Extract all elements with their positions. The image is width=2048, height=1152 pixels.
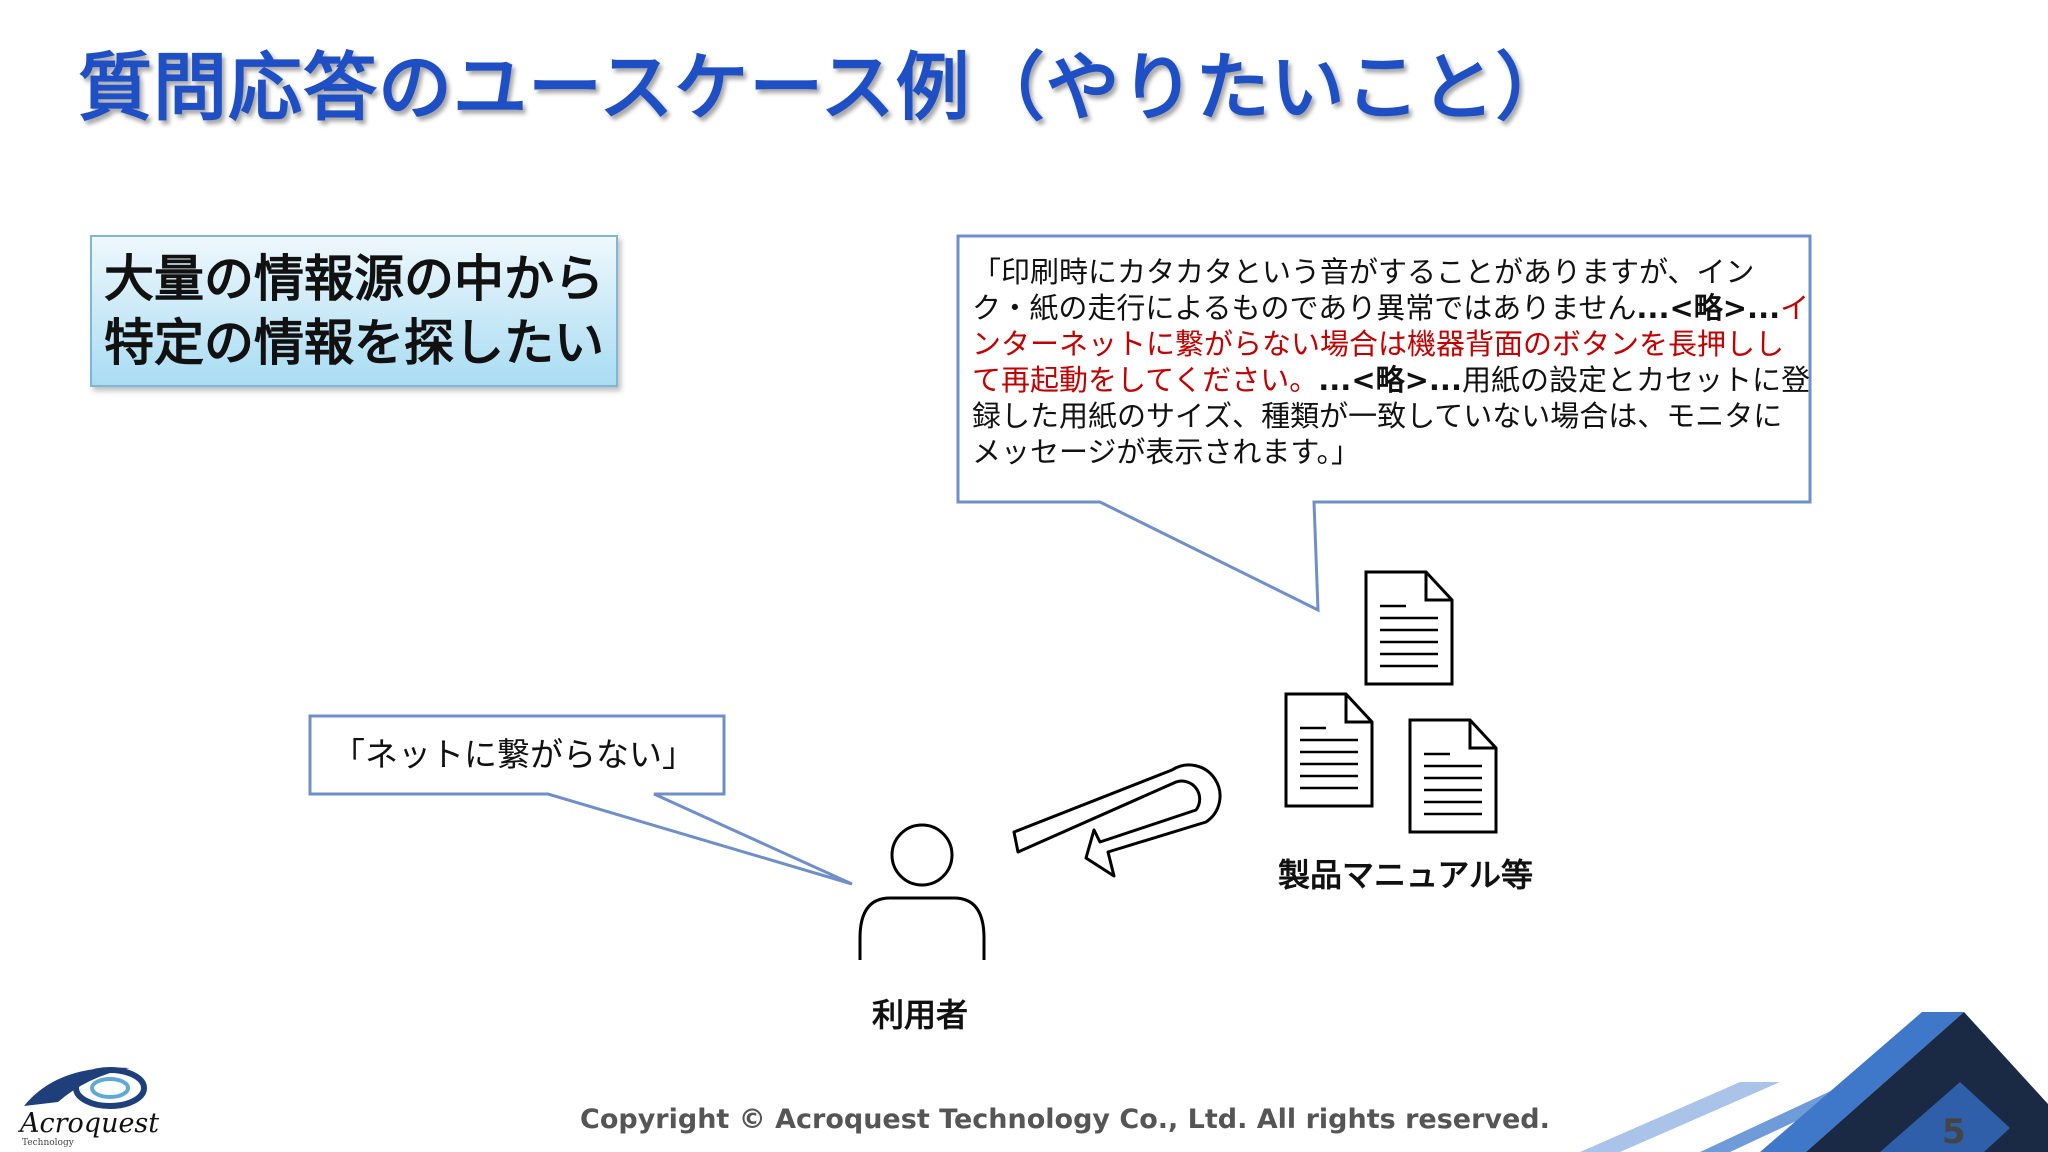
curved-arrow-icon <box>1012 763 1222 878</box>
user-label: 利用者 <box>872 996 969 1034</box>
page-number: 5 <box>1942 1112 1966 1152</box>
logo-subtitle: Technology <box>22 1138 74 1148</box>
documents-label: 製品マニュアル等 <box>1278 856 1534 894</box>
manual-text-part1: 「印刷時にカタカタという音がすることがありますが、インク・紙の走行によるものであ… <box>972 255 1755 325</box>
goal-box: 大量の情報源の中から 特定の情報を探したい <box>90 235 618 387</box>
manual-callout-bubble <box>956 234 1812 613</box>
user-query-text: 「ネットに繋がらない」 <box>332 735 695 774</box>
user-query-bubble <box>308 714 853 886</box>
document-icon <box>1408 718 1498 834</box>
document-icon <box>1284 692 1374 808</box>
logo-name: Acroquest <box>20 1108 160 1139</box>
goal-text: 大量の情報源の中から 特定の情報を探したい <box>104 250 604 372</box>
slide-title: 質問応答のユースケース例（やりたいこと） <box>78 45 1571 131</box>
manual-text-part2: 用紙の設定とカセットに登録した用紙のサイズ、種類が一致していない場合は、モニタに… <box>972 363 1810 469</box>
omission-marker: ...<略>... <box>1318 363 1462 397</box>
relevant-passage: インターネットに繋がらない場合は機器背面のボタンを長押しして再起動をしてください… <box>972 291 1810 397</box>
company-logo-icon <box>24 1067 147 1109</box>
person-icon <box>858 823 986 960</box>
document-icon <box>1364 570 1454 686</box>
manual-excerpt-text: 「印刷時にカタカタという音がすることがありますが、インク・紙の走行によるものであ… <box>972 254 1810 470</box>
corner-decoration-icon <box>1580 1012 2048 1152</box>
omission-marker: ...<略>... <box>1636 291 1781 325</box>
copyright-text: Copyright © Acroquest Technology Co., Lt… <box>580 1104 1550 1135</box>
